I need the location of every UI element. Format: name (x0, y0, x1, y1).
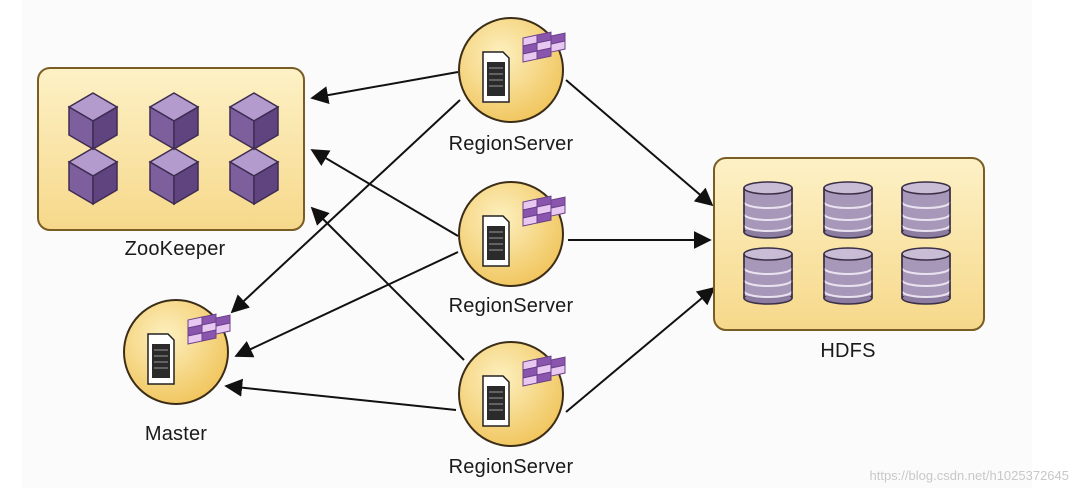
arrow-rs3-zookeeper (310, 206, 465, 361)
hdfs-label: HDFS (820, 340, 876, 362)
database-icon (823, 181, 873, 239)
master-label: Master (144, 423, 208, 445)
arrow-rs1-master (230, 99, 461, 314)
regionserver-label-1: RegionServer (448, 133, 574, 155)
zookeeper-label: ZooKeeper (124, 238, 226, 260)
arrow-rs2-master (234, 251, 459, 358)
regionserver-label-3: RegionServer (448, 456, 574, 478)
database-icon (901, 247, 951, 305)
arrow-rs1-hdfs (565, 79, 714, 207)
database-icon (743, 181, 793, 239)
zookeeper-node (37, 67, 305, 231)
regionserver-node-1 (458, 17, 566, 123)
arrow-rs1-zookeeper (310, 71, 459, 105)
arrow-rs3-master (224, 378, 457, 411)
regionserver-node-2 (458, 181, 566, 287)
regionserver-node-3 (458, 341, 566, 447)
database-icon (823, 247, 873, 305)
database-icon (901, 181, 951, 239)
database-icon (743, 247, 793, 305)
connection-arrows (224, 71, 716, 413)
hdfs-node (713, 157, 985, 331)
master-node (123, 299, 231, 405)
arrow-rs3-hdfs (565, 286, 716, 413)
watermark: https://blog.csdn.net/h1025372645 (869, 468, 1070, 483)
arrow-rs2-zookeeper (310, 149, 459, 237)
regionserver-label-2: RegionServer (448, 295, 574, 317)
